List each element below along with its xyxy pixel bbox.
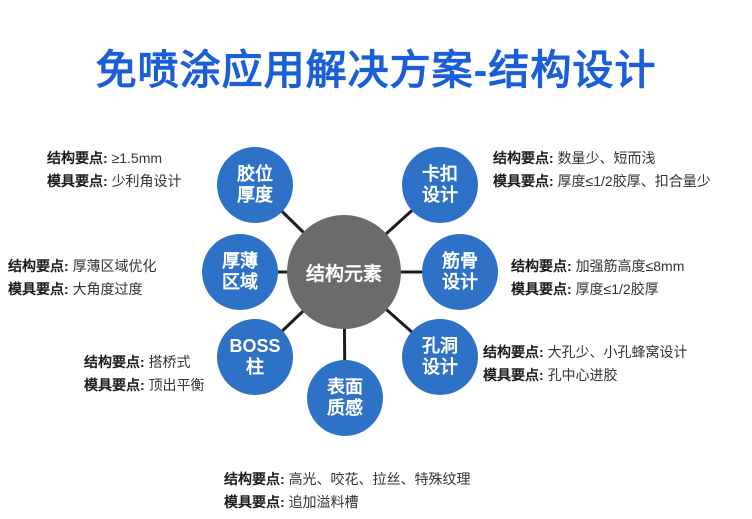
- mold-point-label: 模具要点:: [84, 377, 145, 393]
- node-boss-column: BOSS 柱: [217, 319, 293, 395]
- structure-point-label: 结构要点:: [8, 258, 69, 274]
- node-hole-design: 孔洞 设计: [402, 319, 478, 395]
- mold-point-label: 模具要点:: [511, 281, 572, 297]
- node-glue-thickness: 胶位 厚度: [217, 147, 293, 223]
- node-label: 筋骨 设计: [442, 251, 478, 292]
- node-label: 胶位 厚度: [237, 164, 273, 205]
- structure-point: 结构要点: 搭桥式: [84, 351, 205, 374]
- node-snap-design: 卡扣 设计: [402, 147, 478, 223]
- node-label: 孔洞 设计: [422, 336, 458, 377]
- structure-point: 结构要点: 加强筋高度≤8mm: [511, 255, 684, 278]
- annotation-rib-design: 结构要点: 加强筋高度≤8mm 模具要点: 厚度≤1/2胶厚: [511, 255, 684, 301]
- structure-point: 结构要点: 数量少、短而浅: [493, 147, 711, 170]
- structure-point-value: 厚薄区域优化: [72, 258, 157, 274]
- mold-point-value: 孔中心进胶: [547, 367, 618, 383]
- node-rib-design: 筋骨 设计: [422, 234, 498, 310]
- structure-point-label: 结构要点:: [493, 150, 554, 166]
- structure-point: 结构要点: ≥1.5mm: [47, 147, 182, 170]
- structure-point-value: 高光、咬花、拉丝、特殊纹理: [288, 471, 471, 487]
- mold-point-value: 厚度≤1/2胶厚、扣合量少: [557, 173, 711, 189]
- mold-point: 模具要点: 追加溢料槽: [224, 491, 471, 514]
- mold-point-value: 厚度≤1/2胶厚: [575, 281, 659, 297]
- structure-point-value: 大孔少、小孔蜂窝设计: [547, 344, 688, 360]
- mold-point-label: 模具要点:: [483, 367, 544, 383]
- structure-point-label: 结构要点:: [483, 344, 544, 360]
- annotation-thickness-area: 结构要点: 厚薄区域优化 模具要点: 大角度过度: [8, 255, 157, 301]
- annotation-glue-thickness: 结构要点: ≥1.5mm 模具要点: 少利角设计: [47, 147, 182, 193]
- structure-point: 结构要点: 大孔少、小孔蜂窝设计: [483, 341, 688, 364]
- mold-point: 模具要点: 少利角设计: [47, 170, 182, 193]
- mold-point-label: 模具要点:: [224, 494, 285, 510]
- page-title: 免喷涂应用解决方案-结构设计: [95, 47, 657, 93]
- structure-point-value: 数量少、短而浅: [557, 150, 656, 166]
- mold-point: 模具要点: 孔中心进胶: [483, 364, 688, 387]
- annotation-boss-column: 结构要点: 搭桥式 模具要点: 顶出平衡: [84, 351, 205, 397]
- mold-point: 模具要点: 厚度≤1/2胶厚、扣合量少: [493, 170, 711, 193]
- mold-point-label: 模具要点:: [8, 281, 69, 297]
- mold-point-value: 追加溢料槽: [288, 494, 359, 510]
- structure-point: 结构要点: 厚薄区域优化: [8, 255, 157, 278]
- mold-point-value: 大角度过度: [72, 281, 143, 297]
- structure-point-value: 加强筋高度≤8mm: [575, 258, 685, 274]
- mold-point: 模具要点: 大角度过度: [8, 278, 157, 301]
- mold-point: 模具要点: 厚度≤1/2胶厚: [511, 278, 684, 301]
- node-label: 表面 质感: [327, 377, 363, 418]
- structure-point-value: ≥1.5mm: [111, 150, 163, 166]
- node-label: 厚薄 区域: [222, 251, 258, 292]
- mold-point-label: 模具要点:: [493, 173, 554, 189]
- center-node: 结构元素: [287, 215, 401, 329]
- structure-point-value: 搭桥式: [148, 354, 191, 370]
- structure-point-label: 结构要点:: [84, 354, 145, 370]
- mold-point: 模具要点: 顶出平衡: [84, 374, 205, 397]
- mold-point-label: 模具要点:: [47, 173, 108, 189]
- annotation-surface-texture: 结构要点: 高光、咬花、拉丝、特殊纹理 模具要点: 追加溢料槽: [224, 468, 471, 514]
- structure-point-label: 结构要点:: [511, 258, 572, 274]
- annotation-hole-design: 结构要点: 大孔少、小孔蜂窝设计 模具要点: 孔中心进胶: [483, 341, 688, 387]
- node-label: 卡扣 设计: [422, 164, 458, 205]
- mold-point-value: 顶出平衡: [148, 377, 205, 393]
- annotation-snap-design: 结构要点: 数量少、短而浅 模具要点: 厚度≤1/2胶厚、扣合量少: [493, 147, 711, 193]
- structure-point-label: 结构要点:: [47, 150, 108, 166]
- mold-point-value: 少利角设计: [111, 173, 182, 189]
- node-surface-texture: 表面 质感: [307, 360, 383, 436]
- structure-point: 结构要点: 高光、咬花、拉丝、特殊纹理: [224, 468, 471, 491]
- node-thickness-area: 厚薄 区域: [202, 234, 278, 310]
- node-label: BOSS 柱: [229, 336, 281, 377]
- center-node-label: 结构元素: [305, 263, 382, 285]
- structure-point-label: 结构要点:: [224, 471, 285, 487]
